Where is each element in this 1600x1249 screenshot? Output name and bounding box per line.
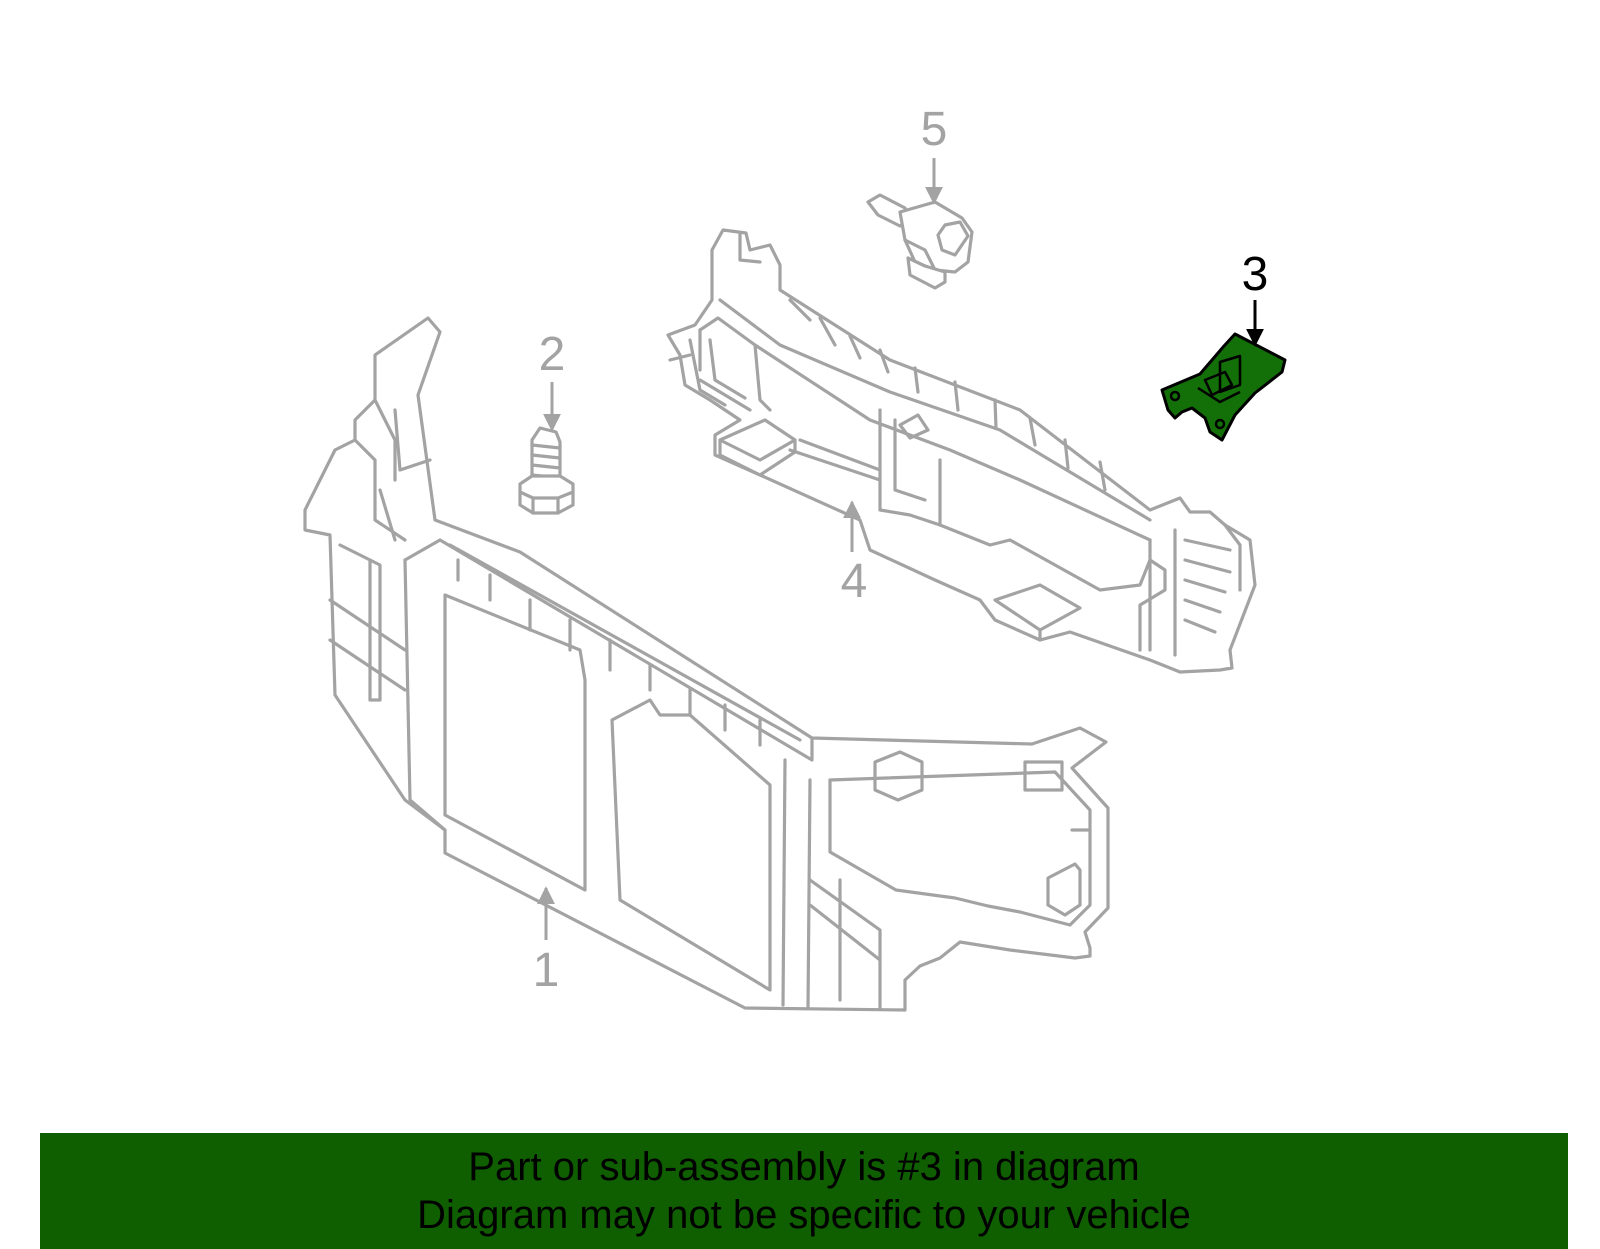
callout-label-5: 5 [921,103,948,156]
bolt-part [518,426,575,515]
callout-label-1: 1 [533,944,560,997]
bracket-part-highlighted [1160,332,1287,442]
callout-label-3: 3 [1242,248,1269,301]
parts-diagram: 1 2 3 4 5 [303,103,1287,1012]
radiator-support-part [303,316,1110,1012]
banner-line-part-number: Part or sub-assembly is #3 in diagram [468,1145,1140,1189]
push-clip-part [866,193,974,290]
callout-label-2: 2 [539,328,566,381]
banner-line-disclaimer: Diagram may not be specific to your vehi… [417,1193,1191,1237]
reinforcement-beam-part [666,228,1257,674]
info-banner: Part or sub-assembly is #3 in diagram Di… [40,1133,1568,1249]
callout-label-4: 4 [841,555,868,608]
